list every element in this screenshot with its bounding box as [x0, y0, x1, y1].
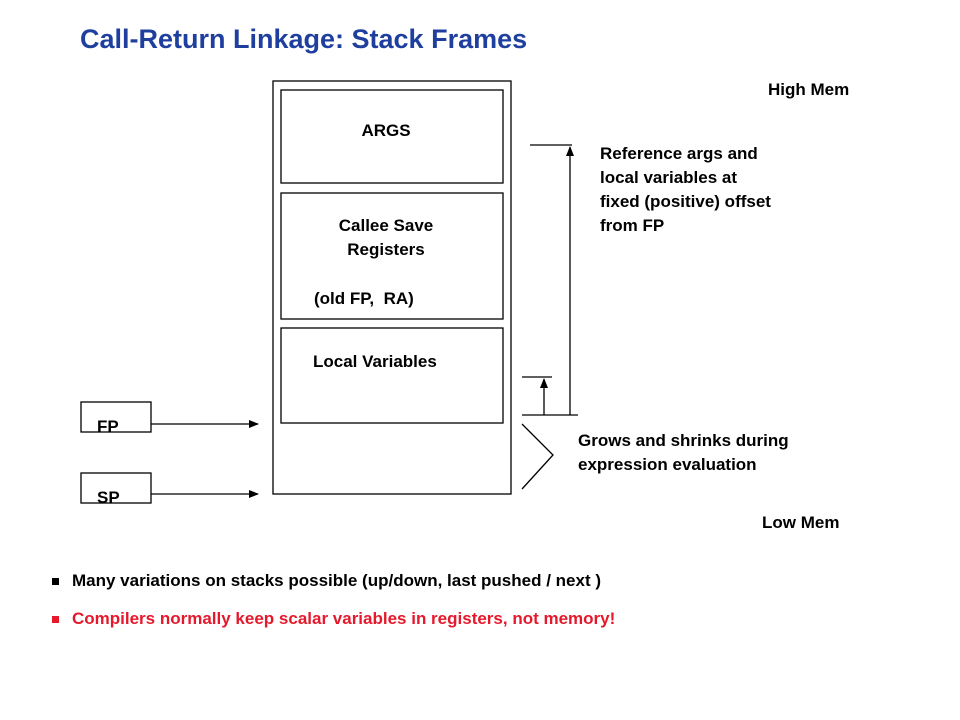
- square-bullet-icon: [52, 577, 59, 585]
- args-label: ARGS: [361, 121, 411, 140]
- high-mem-label: High Mem: [768, 80, 850, 99]
- grows-text-line2: expression evaluation: [578, 455, 757, 474]
- local-variables-label: Local Variables: [313, 352, 437, 371]
- bullet-text: Compilers normally keep scalar variables…: [72, 609, 616, 628]
- bullet-item: Compilers normally keep scalar variables…: [52, 606, 615, 632]
- local-variables-box: [280, 327, 504, 424]
- low-mem-label: Low Mem: [762, 513, 840, 532]
- bullet-text: Many variations on stacks possible (up/d…: [72, 571, 601, 590]
- stack-outline: [272, 80, 512, 495]
- reference-text-line2: local variables at: [600, 168, 738, 187]
- callee-save-label-line1: Callee Save: [338, 216, 434, 235]
- reference-text-line3: fixed (positive) offset: [600, 192, 771, 211]
- grows-bracket: [521, 423, 554, 490]
- page-title: Call-Return Linkage: Stack Frames: [80, 24, 528, 54]
- bullet-list: Many variations on stacks possible (up/d…: [52, 568, 615, 644]
- reference-text-line1: Reference args and: [600, 144, 758, 163]
- fp-label: FP: [97, 417, 119, 436]
- args-box: [280, 89, 504, 184]
- reference-text-line4: from FP: [600, 216, 665, 235]
- callee-save-label-line3: (old FP, RA): [314, 289, 414, 308]
- callee-save-label-line2: Registers: [347, 240, 425, 259]
- fp-box: [80, 401, 152, 433]
- bullet-item: Many variations on stacks possible (up/d…: [52, 568, 615, 594]
- grows-text-line1: Grows and shrinks during: [578, 431, 789, 450]
- sp-label: SP: [97, 488, 120, 507]
- sp-box: [80, 472, 152, 504]
- square-bullet-icon: [52, 615, 59, 623]
- callee-save-box: [280, 192, 504, 320]
